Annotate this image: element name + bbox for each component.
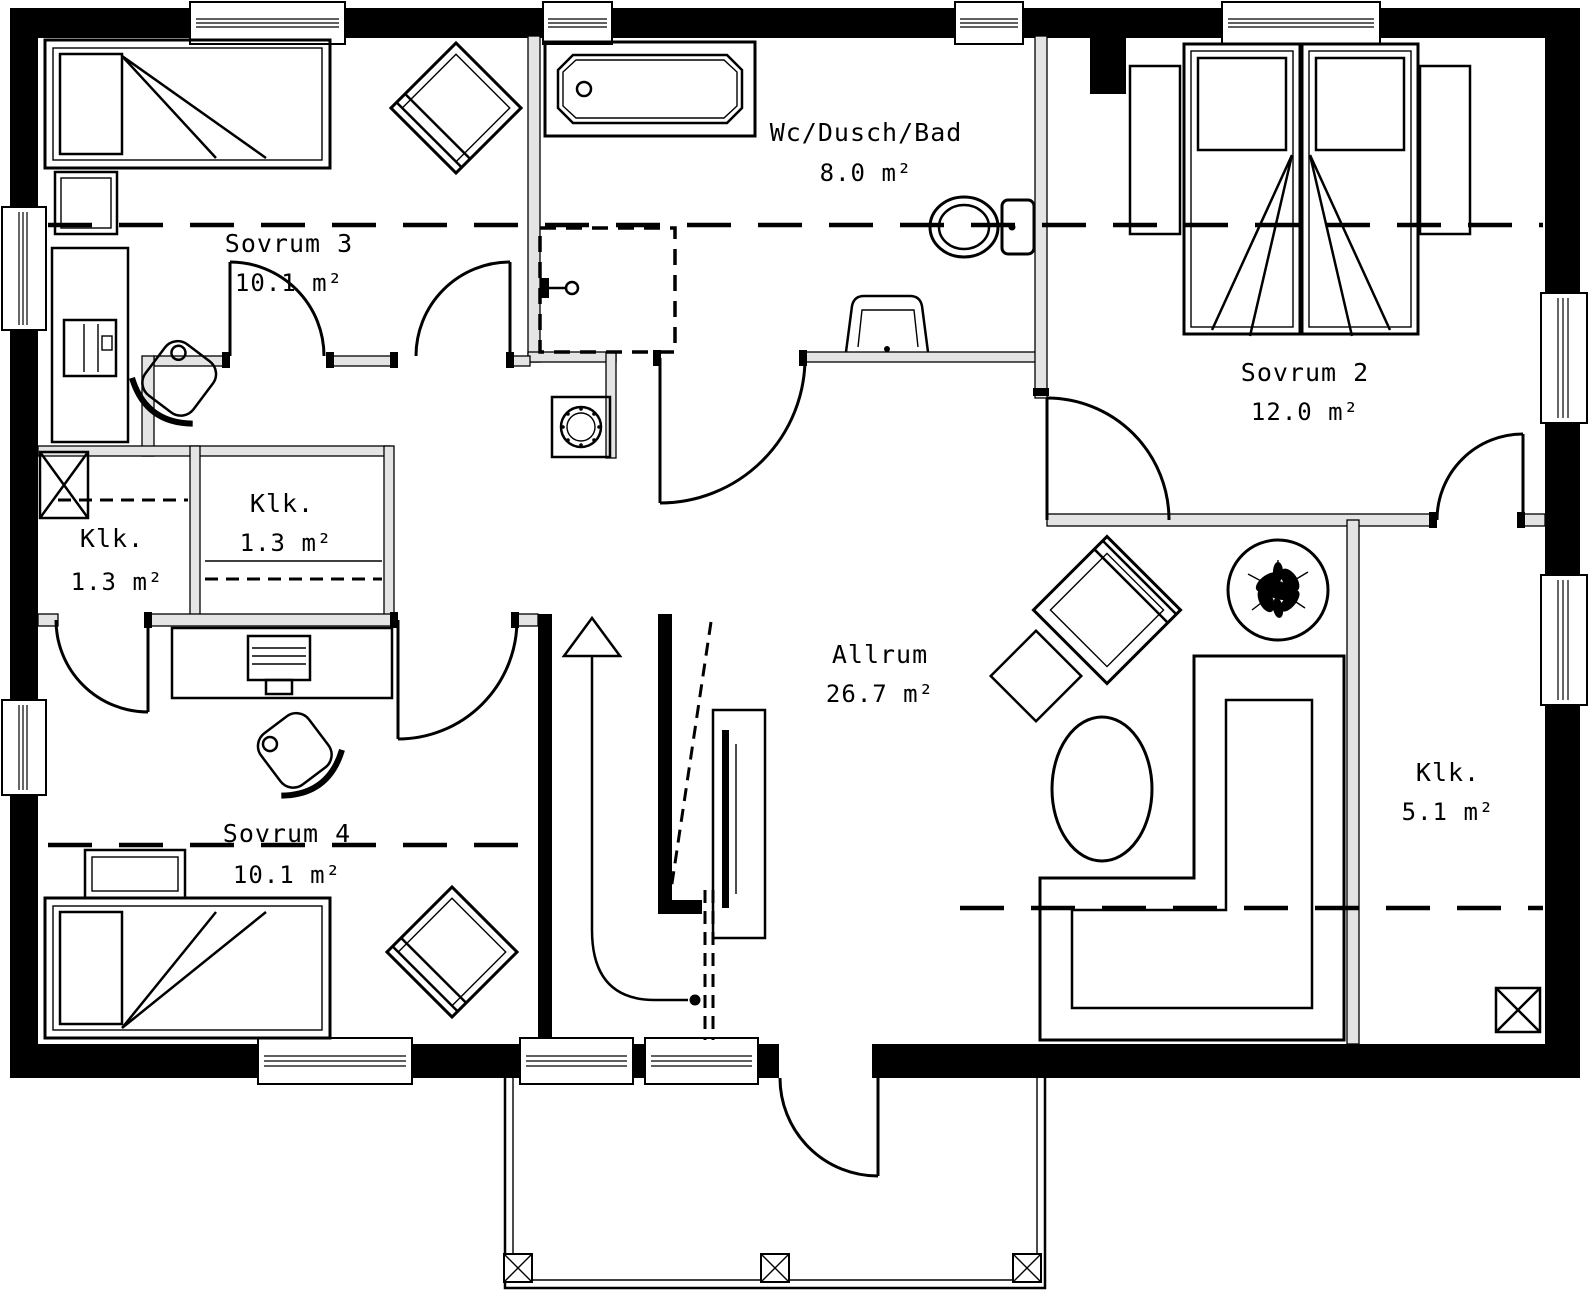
armchair-icon [1031, 534, 1183, 686]
deck-post-icon [760, 1253, 790, 1283]
room-label-sovrum4-area: 10.1 m² [233, 861, 341, 889]
room-label-klk-mid-area: 1.3 m² [240, 529, 333, 557]
room-label-klk-mid-name: Klk. [250, 489, 314, 518]
window-bottom-deck2 [644, 1037, 759, 1085]
stairs-icon [561, 615, 715, 1040]
door-sovrum3-right [414, 260, 512, 357]
plant-icon [1226, 538, 1330, 642]
room-label-sovrum2-name: Sovrum 2 [1241, 358, 1369, 387]
desk-icon-sovrum4 [170, 626, 394, 700]
deck-post-icon [503, 1253, 533, 1283]
sink-icon [844, 294, 930, 353]
door-patio [778, 1077, 880, 1178]
bed-icon-sovrum4 [43, 896, 332, 1040]
window-top-sovrum2 [1221, 1, 1381, 45]
door-bathroom [658, 357, 807, 505]
window-top-sovrum3 [189, 1, 346, 45]
closet-symbols [38, 450, 1542, 1034]
door-klk-sovrum4 [54, 619, 150, 714]
door-klk-east [1435, 432, 1525, 521]
shower-icon [538, 226, 677, 354]
window-bottom-sovrum4 [257, 1037, 413, 1085]
window-top-bath [542, 1, 613, 45]
room-labels: Sovrum 3 10.1 m² Wc/Dusch/Bad 8.0 m² Sov… [71, 118, 1495, 889]
room-label-sovrum2-area: 12.0 m² [1251, 398, 1359, 426]
room-label-klk-west-area: 1.3 m² [71, 568, 164, 596]
window-right-sovrum2 [1540, 292, 1588, 424]
nightstand-icon-sovrum2-left [1128, 64, 1182, 236]
nightstand-icon-sovrum3 [53, 170, 119, 236]
window-left-sovrum4 [1, 699, 47, 796]
room-label-klk-west-name: Klk. [80, 524, 144, 553]
window-right-klk [1540, 574, 1588, 706]
tv-unit-icon [711, 708, 767, 940]
sofa-icon [1038, 654, 1346, 1042]
deck-post-icon [1012, 1253, 1042, 1283]
room-label-wc-name: Wc/Dusch/Bad [770, 118, 963, 147]
nightstand-icon-sovrum2-right [1418, 64, 1472, 236]
room-label-sovrum4-name: Sovrum 4 [223, 819, 351, 848]
door-jambs [144, 350, 1525, 628]
ottoman-icon [988, 628, 1084, 724]
chimney-x-icon [1494, 986, 1542, 1034]
room-label-allrum-name: Allrum [832, 640, 928, 669]
wardrobe-x-icon-left [38, 450, 90, 520]
doors [54, 260, 1525, 1178]
room-label-allrum-area: 26.7 m² [826, 680, 934, 708]
room-label-klk-east-name: Klk. [1416, 758, 1480, 787]
desk-icon-sovrum3 [50, 246, 130, 444]
window-top-hall [954, 1, 1024, 45]
wardrobe-chair-icon-sovrum4 [384, 884, 520, 1020]
nightstand-icon-sovrum4 [83, 848, 187, 900]
door-hall-sovrum4 [396, 619, 519, 741]
section-lines [48, 222, 1543, 911]
washing-machine-icon [550, 395, 612, 459]
room-label-wc-area: 8.0 m² [820, 159, 913, 187]
window-left-sovrum3 [1, 206, 47, 331]
deck [503, 1078, 1047, 1290]
windows [1, 1, 1588, 1085]
patio-door-opening [771, 1042, 880, 1080]
bathtub-icon [543, 40, 757, 138]
office-chair-icon-sovrum3 [129, 339, 218, 427]
door-sovrum2 [1045, 396, 1171, 521]
stair-walls [538, 614, 702, 1044]
room-label-sovrum3-name: Sovrum 3 [225, 229, 353, 258]
coffee-table-icon [1050, 715, 1154, 863]
wardrobe-chair-icon-sovrum3 [388, 40, 524, 176]
interior-walls [37, 35, 1546, 1045]
window-bottom-deck1 [519, 1037, 634, 1085]
double-bed-icon-sovrum2 [1182, 42, 1420, 337]
room-label-sovrum3-area: 10.1 m² [235, 269, 343, 297]
room-label-klk-east-area: 5.1 m² [1402, 798, 1495, 826]
office-chair-icon-sovrum4 [256, 711, 345, 799]
bed-icon-sovrum3 [43, 38, 332, 170]
door-sovrum3-left [228, 260, 326, 357]
